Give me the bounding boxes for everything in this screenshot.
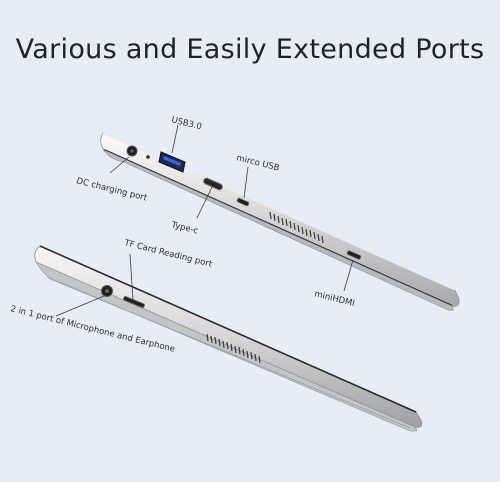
usb3-label: USB3.0 — [170, 115, 202, 132]
upper-vent — [269, 211, 324, 244]
tf-card-label: TF Card Reading port — [122, 238, 213, 270]
lower-vent — [206, 333, 261, 364]
lower-device — [34, 245, 423, 432]
micro-usb-port — [236, 197, 250, 207]
page-title: Various and Easily Extended Ports — [15, 34, 485, 65]
mini-hdmi-port — [346, 250, 362, 260]
type-c-label: Type-c — [169, 220, 199, 237]
micro-usb-label: mirco USB — [235, 153, 280, 173]
type-c-port — [203, 177, 223, 191]
upper-device — [100, 132, 460, 311]
callout-lines — [55, 124, 354, 317]
mini-hdmi-label: miniHDMI — [313, 289, 355, 309]
usb3-port — [158, 151, 186, 173]
dc-charging-label: DC charging port — [75, 176, 148, 203]
tf-card-slot — [123, 296, 145, 308]
